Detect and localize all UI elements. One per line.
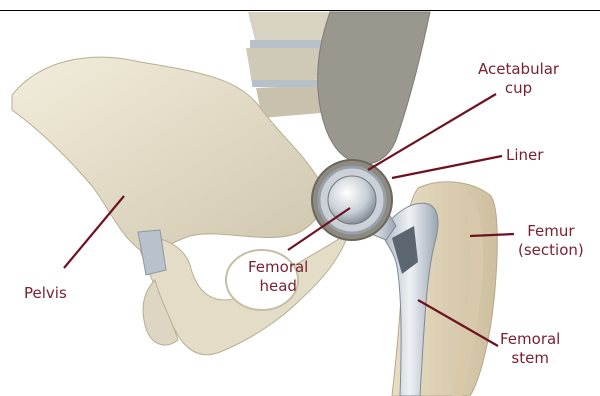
label-femur: Femur (section) bbox=[518, 222, 584, 260]
sacrum-bone bbox=[318, 12, 430, 164]
label-femoral-head-line1: Femoral bbox=[248, 258, 308, 277]
label-liner-text: Liner bbox=[506, 146, 543, 165]
label-femur-line1: Femur bbox=[518, 222, 584, 241]
label-femoral-stem-line2: stem bbox=[500, 349, 560, 368]
label-liner: Liner bbox=[506, 146, 543, 165]
label-femoral-head: Femoral head bbox=[248, 258, 308, 296]
label-acetabular-cup: Acetabular cup bbox=[478, 60, 559, 98]
label-acetabular-cup-line1: Acetabular bbox=[478, 60, 559, 79]
label-pelvis-text: Pelvis bbox=[24, 284, 67, 303]
label-femur-line2: (section) bbox=[518, 241, 584, 260]
label-femoral-stem-line1: Femoral bbox=[500, 330, 560, 349]
leader-pelvis bbox=[64, 196, 124, 268]
label-femoral-head-line2: head bbox=[248, 277, 308, 296]
label-pelvis: Pelvis bbox=[24, 284, 67, 303]
label-femoral-stem: Femoral stem bbox=[500, 330, 560, 368]
label-acetabular-cup-line2: cup bbox=[478, 79, 559, 98]
leader-liner bbox=[392, 156, 502, 178]
